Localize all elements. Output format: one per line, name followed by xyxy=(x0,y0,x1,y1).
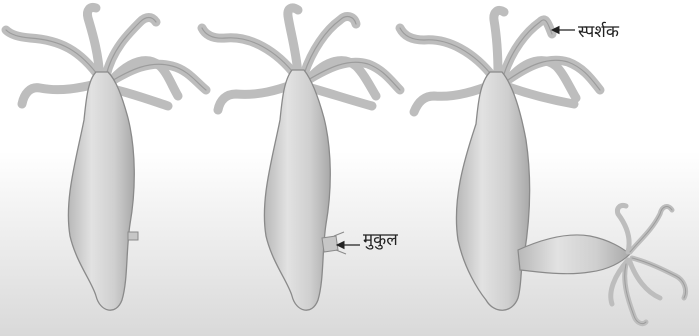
tentacle-label: स्पर्शक xyxy=(578,24,619,41)
hydra-1-bud-bump xyxy=(128,232,138,240)
bud-label: मुकुल xyxy=(363,232,398,249)
